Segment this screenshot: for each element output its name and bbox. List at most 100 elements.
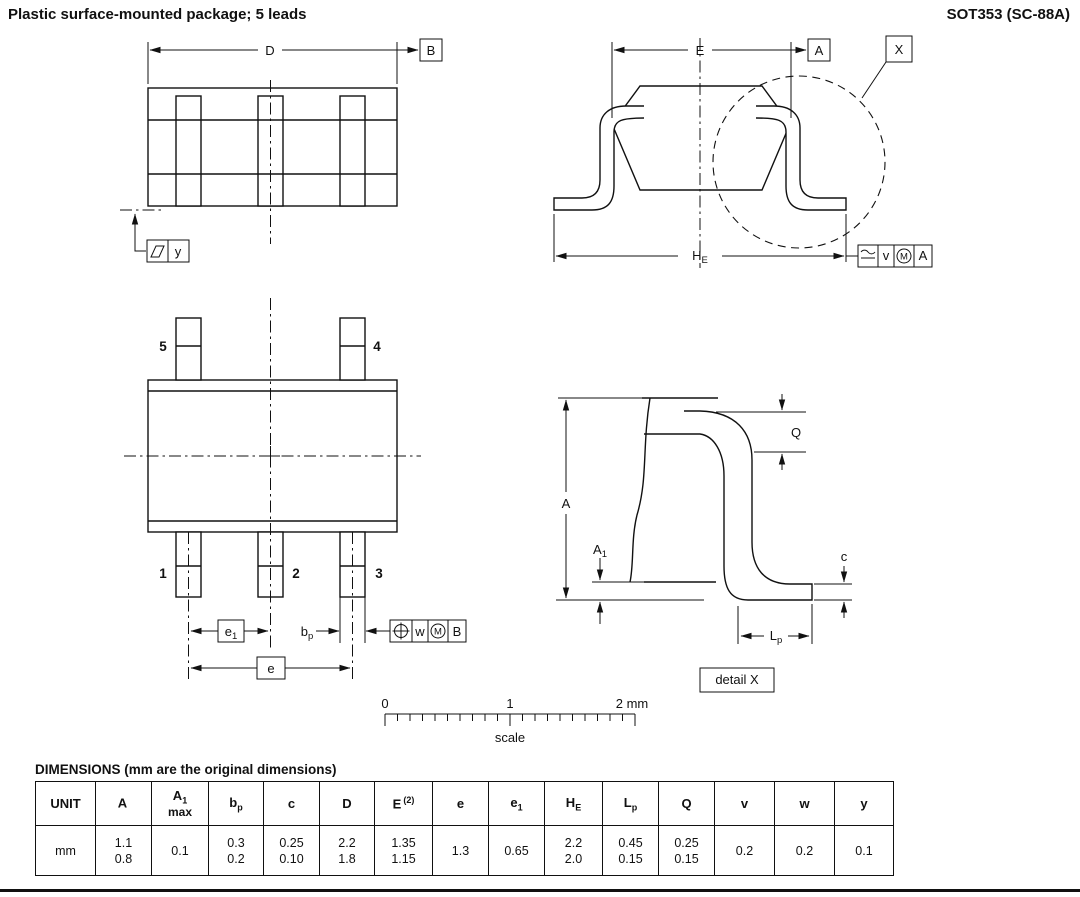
dim-label-e: e <box>267 661 274 676</box>
header-cell-HE: HE <box>544 781 603 826</box>
dim-label-c: c <box>841 549 848 564</box>
seating-plane-symbol-icon <box>860 249 876 259</box>
dim-Q: Q <box>716 394 806 470</box>
datum-y: y <box>120 209 190 263</box>
top-view: 5 4 1 2 3 e1 bp <box>124 298 467 680</box>
header-cell-e1: e1 <box>488 781 545 826</box>
mmc-circle-icon <box>430 623 446 639</box>
header-cell-y: y <box>834 781 894 826</box>
dimensions-heading: DIMENSIONS (mm are the original dimensio… <box>35 762 337 777</box>
scale-tick-2mm: 2 mm <box>616 696 649 711</box>
value-cell-unit: mm <box>35 825 96 876</box>
package-code: SOT353 (SC-88A) <box>946 6 1070 23</box>
dim-label-D: D <box>265 43 274 58</box>
tol-label-w: w <box>414 624 425 639</box>
pin-label-2: 2 <box>292 566 300 581</box>
value-cell-A1: 0.1 <box>151 825 209 876</box>
dim-HE: HE <box>553 214 858 266</box>
header-cell-bp: bp <box>208 781 264 826</box>
tol-datum-B: B <box>453 624 462 639</box>
header-cell-w: w <box>774 781 835 826</box>
pin-label-1: 1 <box>159 566 167 581</box>
detail-x-circle <box>712 75 886 249</box>
value-cell-e: 1.3 <box>432 825 489 876</box>
pin-label-4: 4 <box>373 339 381 354</box>
page-bottom-rule <box>0 889 1080 892</box>
tolerance-frame-v: v M A <box>857 244 933 268</box>
tol-label-v: v <box>883 248 890 263</box>
detail-x-view: A A1 Q c Lp det <box>556 394 852 693</box>
header-cell-e: e <box>432 781 489 826</box>
dim-e1: e1 <box>190 619 269 643</box>
dim-label-A: A <box>562 496 571 511</box>
dim-e: e <box>190 656 351 680</box>
scale-ruler-ticks <box>384 714 636 726</box>
dim-bp: bp <box>301 597 390 643</box>
header-cell-c: c <box>263 781 320 826</box>
tol-datum-A: A <box>919 248 928 263</box>
detail-ref-box-X <box>885 35 913 63</box>
dim-Lp: Lp <box>737 604 813 646</box>
dim-label-Lp: Lp <box>770 628 783 646</box>
header-cell-E: E(2) <box>374 781 433 826</box>
tolerance-frame-w: w M B <box>389 619 467 643</box>
header-cell-v: v <box>714 781 775 826</box>
detail-x-caption-label: detail X <box>715 672 759 687</box>
flatness-symbol-icon <box>150 245 165 258</box>
dim-label-bp: bp <box>301 624 314 642</box>
value-cell-w: 0.2 <box>774 825 835 876</box>
header-cell-D: D <box>319 781 375 826</box>
tol-label-M: M <box>434 627 442 638</box>
mmc-circle-icon <box>896 248 912 264</box>
dim-A: A <box>562 399 571 599</box>
side-view: D B y <box>120 38 443 263</box>
scale-caption: scale <box>495 730 525 745</box>
front-view-body <box>553 38 847 268</box>
page-title: Plastic surface-mounted package; 5 leads <box>8 6 307 23</box>
detail-x-indicator: X <box>712 35 913 249</box>
header-cell-Q: Q <box>658 781 715 826</box>
header-cell-A: A <box>95 781 152 826</box>
detail-x-lead <box>644 410 813 601</box>
top-view-body <box>124 298 421 680</box>
datum-label-y: y <box>175 244 182 259</box>
datum-label-B: B <box>427 43 436 58</box>
datum-box-B <box>419 38 443 62</box>
dim-label-HE: HE <box>692 248 708 266</box>
position-symbol-icon <box>392 622 410 640</box>
dim-label-Q: Q <box>791 425 801 440</box>
pin-label-3: 3 <box>375 566 383 581</box>
datum-label-A: A <box>815 43 824 58</box>
scale-tick-0: 0 <box>381 696 388 711</box>
detail-x-body <box>556 397 813 601</box>
value-cell-y: 0.1 <box>834 825 894 876</box>
dim-D: D B <box>147 38 443 84</box>
dim-label-e1: e1 <box>225 624 238 642</box>
package-drawing: D B y E A <box>120 35 933 745</box>
side-view-body <box>147 80 398 244</box>
datum-box-A <box>807 38 831 62</box>
dim-E: E A <box>611 38 831 118</box>
front-view: E A X HE v M A <box>553 35 933 268</box>
dim-A1: A1 <box>593 542 607 624</box>
header-cell-unit: UNIT <box>35 781 96 826</box>
dim-label-E: E <box>696 43 705 58</box>
value-cell-e1: 0.65 <box>488 825 545 876</box>
dim-c: c <box>814 549 852 618</box>
pin-numbers: 5 4 1 2 3 <box>159 339 383 581</box>
scale-tick-1: 1 <box>506 696 513 711</box>
value-cell-v: 0.2 <box>714 825 775 876</box>
detail-ref-label-X: X <box>895 42 904 57</box>
tol-label-M: M <box>900 252 908 263</box>
